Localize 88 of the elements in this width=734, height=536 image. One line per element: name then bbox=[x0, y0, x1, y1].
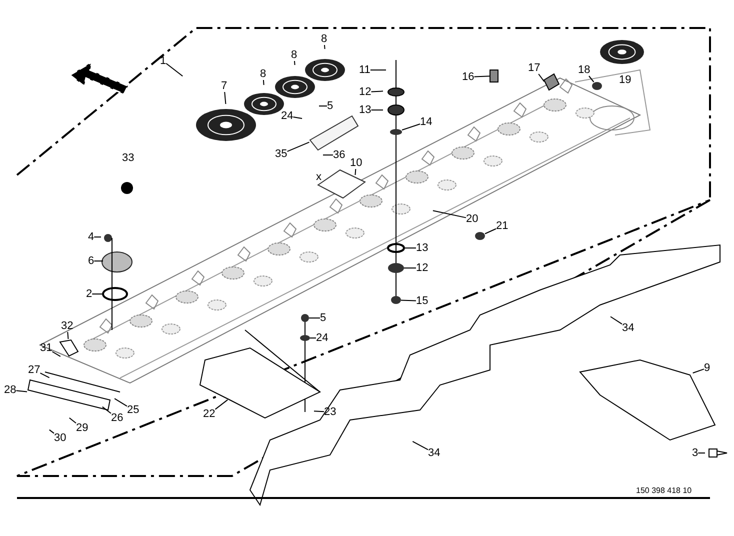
leader-line bbox=[294, 60, 296, 66]
leader-line bbox=[94, 260, 104, 262]
callout-number: 22 bbox=[203, 408, 216, 420]
callout-number: 30 bbox=[54, 432, 66, 444]
leader-line bbox=[114, 398, 128, 407]
leader-line bbox=[588, 76, 594, 82]
callout-number: 24 bbox=[281, 110, 294, 122]
leader-line bbox=[68, 417, 76, 424]
leader-line bbox=[412, 440, 428, 450]
callout-number: 9 bbox=[704, 362, 710, 374]
callout-number: 14 bbox=[420, 116, 432, 128]
callout-number: 36 bbox=[333, 149, 346, 161]
callout-number: 26 bbox=[111, 412, 124, 424]
callout-number: 12 bbox=[359, 86, 372, 98]
callout-number: 8 bbox=[321, 33, 328, 45]
callout-number: 24 bbox=[316, 332, 328, 344]
nut bbox=[301, 314, 309, 322]
callout-number: 11 bbox=[359, 64, 370, 76]
callout-number: 8 bbox=[260, 68, 266, 80]
callout-number: 16 bbox=[462, 71, 474, 83]
callout-number: 31 bbox=[40, 342, 52, 354]
leader-line bbox=[370, 90, 384, 92]
callout-number: 8 bbox=[291, 49, 298, 61]
callout-number: 29 bbox=[76, 422, 88, 434]
callout-number: 5 bbox=[327, 100, 334, 112]
o-ring bbox=[102, 287, 128, 301]
callout-number: 34 bbox=[428, 447, 440, 459]
callout-number: 10 bbox=[350, 157, 362, 169]
leader-line bbox=[324, 44, 326, 50]
callout-number: 13 bbox=[359, 104, 372, 116]
leader-line bbox=[67, 332, 69, 340]
callout-number: 1 bbox=[160, 55, 166, 67]
leader-line bbox=[52, 351, 61, 357]
leader-line bbox=[166, 62, 184, 77]
callout-number: 32 bbox=[61, 320, 74, 332]
nut bbox=[592, 82, 602, 90]
leader-line bbox=[698, 452, 706, 454]
leader-line bbox=[286, 142, 310, 152]
leader-line bbox=[400, 300, 416, 302]
callout-number: 19 bbox=[619, 74, 632, 86]
leader-line bbox=[538, 74, 545, 82]
leader-line bbox=[314, 410, 324, 412]
callout-number: 34 bbox=[622, 322, 634, 334]
bracket bbox=[59, 339, 79, 357]
leader-line bbox=[16, 390, 28, 392]
leader-line bbox=[354, 168, 356, 176]
leader-line bbox=[214, 399, 228, 410]
washer bbox=[390, 129, 402, 135]
callout-number: 2 bbox=[86, 288, 92, 300]
callout-number: 33 bbox=[122, 152, 134, 164]
callout-number: 5 bbox=[320, 312, 326, 324]
callout-number: 17 bbox=[528, 62, 540, 74]
washer bbox=[388, 263, 404, 273]
callout-number: 23 bbox=[324, 406, 336, 418]
dimension-label: x bbox=[316, 171, 322, 183]
leader-line bbox=[48, 429, 54, 434]
leader-line bbox=[94, 236, 102, 238]
leader-line bbox=[432, 210, 466, 218]
callout-number: 18 bbox=[578, 64, 590, 76]
callout-number: 25 bbox=[127, 404, 140, 416]
callout-number: 20 bbox=[466, 213, 478, 225]
leader-line bbox=[610, 316, 622, 325]
washer bbox=[300, 335, 310, 341]
callout-number: 15 bbox=[416, 295, 428, 307]
callout-number: 7 bbox=[221, 80, 228, 92]
callout-number: 12 bbox=[416, 262, 428, 274]
drawing-number: 150 398 418 10 bbox=[636, 485, 692, 497]
leader-line bbox=[474, 76, 490, 78]
leader-line bbox=[102, 406, 112, 414]
nut bbox=[391, 296, 401, 304]
callout-number: 35 bbox=[275, 148, 288, 160]
leader-line bbox=[292, 116, 303, 119]
leader-line bbox=[692, 368, 704, 374]
leader-line bbox=[484, 228, 496, 234]
leader-line bbox=[224, 92, 226, 105]
leader-line bbox=[402, 124, 420, 130]
leader-line bbox=[262, 80, 264, 86]
callout-number: 4 bbox=[88, 231, 94, 243]
callout-number: 13 bbox=[416, 242, 428, 254]
leader-line bbox=[322, 154, 334, 156]
callout-number: 21 bbox=[496, 220, 508, 232]
leader-line bbox=[40, 372, 50, 378]
callout-number: 6 bbox=[88, 255, 94, 267]
callout-number: 27 bbox=[28, 364, 40, 376]
callout-number: 3 bbox=[692, 447, 698, 459]
nut bbox=[475, 232, 485, 240]
callout-number: 28 bbox=[4, 384, 16, 396]
o-ring bbox=[387, 243, 405, 253]
